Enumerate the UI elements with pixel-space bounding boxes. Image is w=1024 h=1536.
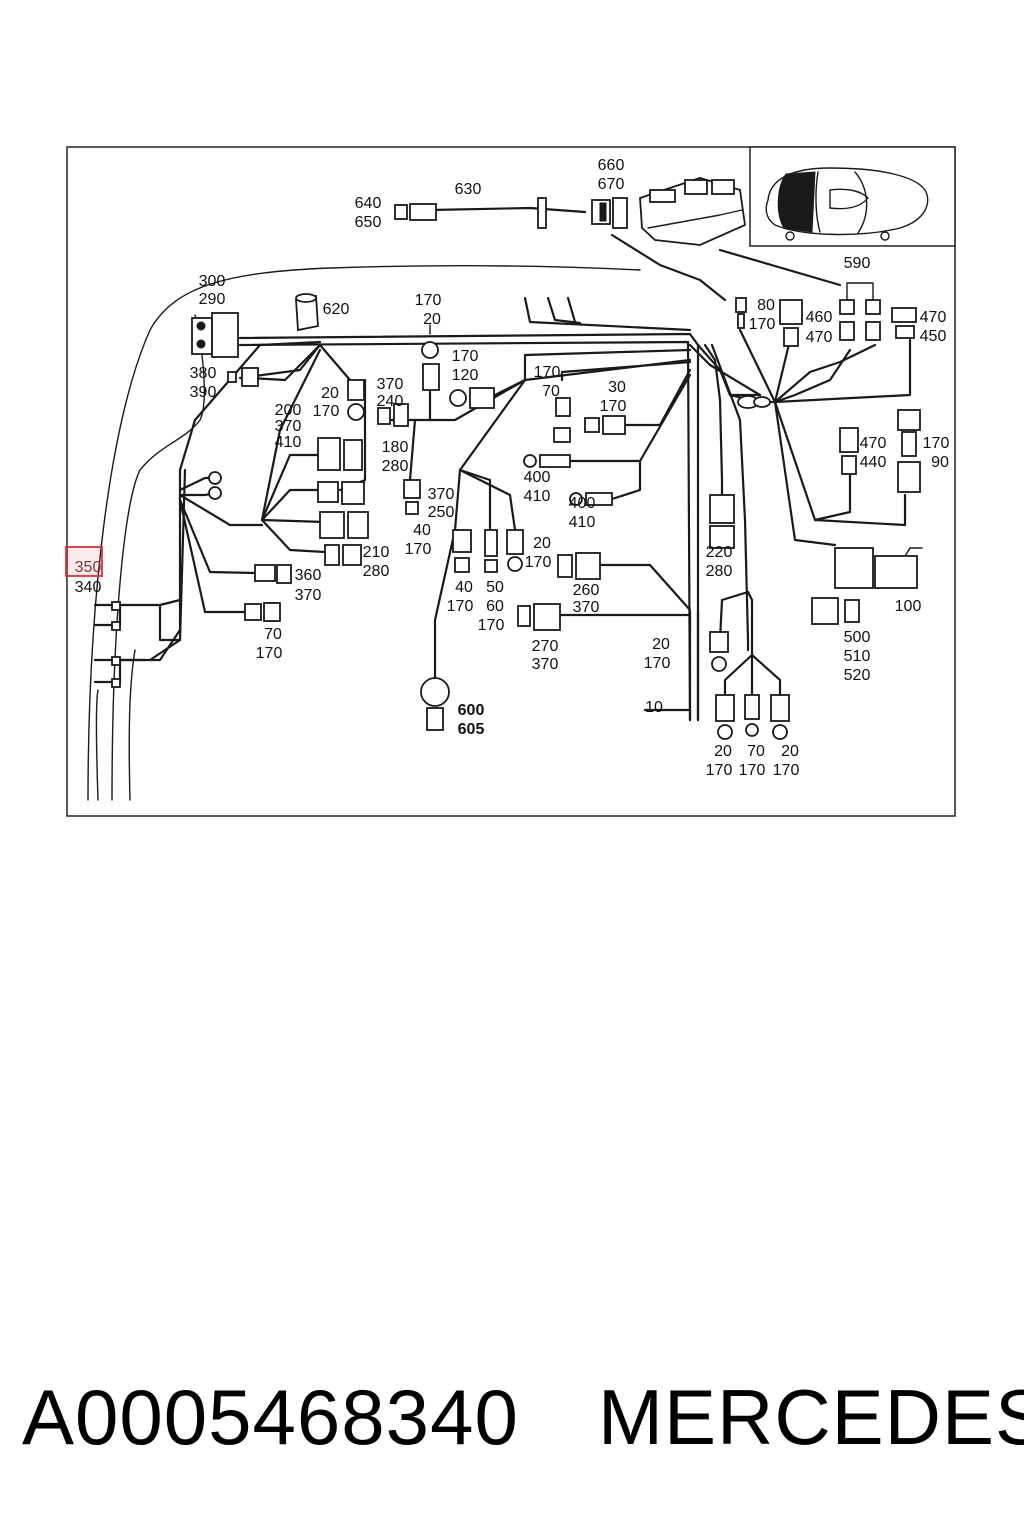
callout-380: 380 [190,365,217,382]
callout-340: 340 [75,579,102,596]
callout-170-n: 170 [706,762,733,779]
callout-170-j: 170 [447,598,474,615]
callout-590: 590 [844,255,871,272]
callout-170-l: 170 [256,645,283,662]
callout-80: 80 [757,297,775,314]
callout-170-b: 170 [749,316,776,333]
callout-470-a: 470 [806,329,833,346]
callout-360: 360 [295,567,322,584]
callout-660: 660 [598,157,625,174]
callout-40-a: 40 [413,522,431,539]
callout-240: 240 [377,393,404,410]
components [111,177,923,740]
callout-370-e: 370 [573,599,600,616]
callout-210: 210 [363,544,390,561]
callout-40-b: 40 [455,579,473,596]
callout-510: 510 [844,648,871,665]
callout-90: 90 [931,454,949,471]
callout-170-a: 170 [415,292,442,309]
callout-labels: 660 670 630 640 650 590 300 290 620 170 … [75,157,950,779]
callout-400-b: 400 [569,495,596,512]
callout-250: 250 [428,504,455,521]
callout-170-m: 170 [644,655,671,672]
callout-200: 200 [275,402,302,419]
callout-290: 290 [199,291,226,308]
callout-470-b: 470 [920,309,947,326]
callout-170-k: 170 [478,617,505,634]
fender-outline [87,265,641,801]
callout-410-c: 410 [569,514,596,531]
wiring-harness-diagram: 660 670 630 640 650 590 300 290 620 170 … [65,146,956,817]
callout-280-c: 280 [363,563,390,580]
callout-650: 650 [355,214,382,231]
callout-170-f: 170 [600,398,627,415]
callout-20-c: 20 [533,535,551,552]
callout-170-d: 170 [452,348,479,365]
callout-370-a: 370 [377,376,404,393]
callout-370-f: 370 [532,656,559,673]
callout-170-o: 170 [739,762,766,779]
callout-20-b: 20 [321,385,339,402]
callout-400-a: 400 [524,469,551,486]
callout-440: 440 [860,454,887,471]
callout-20-f: 20 [781,743,799,760]
callout-100: 100 [895,598,922,615]
callout-50: 50 [486,579,504,596]
diagram-frame [66,146,956,817]
callout-600: 600 [458,702,485,719]
callout-460: 460 [806,309,833,326]
highlight-box [65,546,103,577]
vehicle-location-inset [749,146,956,247]
callout-260: 260 [573,582,600,599]
callout-370-c: 370 [428,486,455,503]
highlighted-callout[interactable]: 350 [65,546,103,577]
callout-170-e: 170 [534,364,561,381]
callout-170-c: 170 [313,403,340,420]
brand-name: MERCEDES [598,1373,1024,1461]
callout-170-g: 170 [923,435,950,452]
callout-60: 60 [486,598,504,615]
callout-410-b: 410 [524,488,551,505]
callout-20-a: 20 [423,311,441,328]
callout-350: 350 [75,559,102,576]
callout-30: 30 [608,379,626,396]
callout-280-a: 280 [382,458,409,475]
callout-120: 120 [452,367,479,384]
callout-70-c: 70 [747,743,765,760]
callout-10: 10 [645,699,663,716]
callout-640: 640 [355,195,382,212]
callout-370-b: 370 [275,418,302,435]
callout-410-a: 410 [275,434,302,451]
callout-170-i: 170 [525,554,552,571]
callout-605: 605 [458,721,485,738]
callout-370-d: 370 [295,587,322,604]
callout-70-b: 70 [264,626,282,643]
callout-500: 500 [844,629,871,646]
callout-520: 520 [844,667,871,684]
callout-300: 300 [199,273,226,290]
callout-270: 270 [532,638,559,655]
callout-470-c: 470 [860,435,887,452]
callout-70-a: 70 [542,383,560,400]
callout-170-p: 170 [773,762,800,779]
callout-630: 630 [455,181,482,198]
callout-390: 390 [190,384,217,401]
callout-450: 450 [920,328,947,345]
part-number: A0005468340 [22,1373,519,1461]
callout-180: 180 [382,439,409,456]
callout-20-d: 20 [652,636,670,653]
callout-670: 670 [598,176,625,193]
callout-620: 620 [323,301,350,318]
callout-220: 220 [706,544,733,561]
callout-20-e: 20 [714,743,732,760]
callout-280-b: 280 [706,563,733,580]
callout-170-h: 170 [405,541,432,558]
